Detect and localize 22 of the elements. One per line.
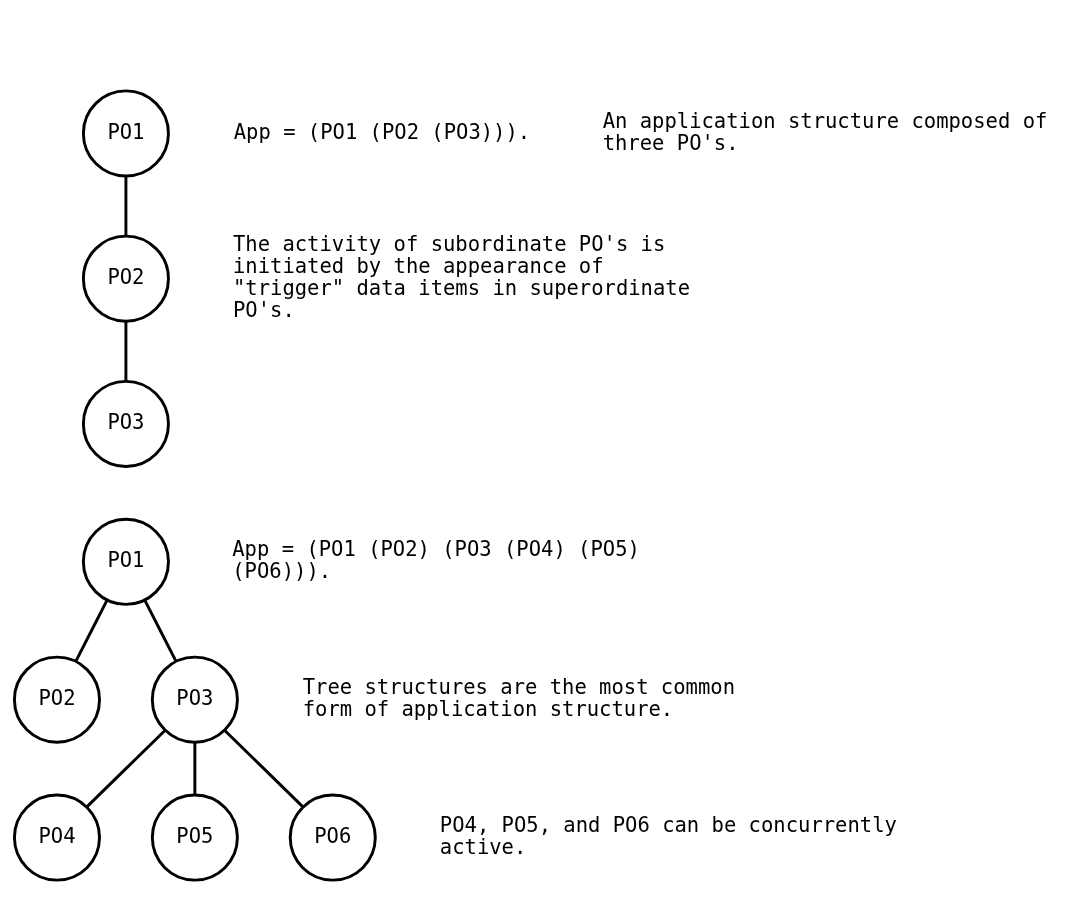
node-circle: PO6 — [288, 793, 377, 882]
connector — [85, 728, 166, 808]
label: PO4, PO5, and PO6 can be concurrently active. — [439, 812, 897, 859]
connector — [223, 728, 304, 808]
connector — [193, 741, 197, 795]
connector — [124, 320, 128, 381]
label: Tree structures are the most common form of application structure. — [302, 674, 735, 721]
connector — [124, 175, 128, 236]
label: The activity of subordinate PO's is initiated by the appearance of "trigger" data items in superordinate PO's. — [233, 231, 691, 322]
label: App = (PO1 (PO2) (PO3 (PO4) (PO5) (PO6))). — [232, 536, 640, 583]
node-circle: PO1 — [81, 88, 170, 177]
node-circle: PO3 — [81, 379, 170, 468]
node-circle: PO4 — [12, 793, 101, 882]
node-circle: PO1 — [81, 517, 170, 606]
node-circle: PO5 — [150, 793, 239, 882]
node-circle: PO2 — [12, 655, 101, 744]
node-circle: PO3 — [150, 655, 239, 744]
node-circle: PO2 — [81, 234, 170, 323]
connector — [74, 599, 109, 662]
label: App = (PO1 (PO2 (PO3))). — [233, 119, 531, 144]
connector — [143, 599, 178, 662]
label: An application structure composed of three PO's. — [602, 108, 1048, 155]
